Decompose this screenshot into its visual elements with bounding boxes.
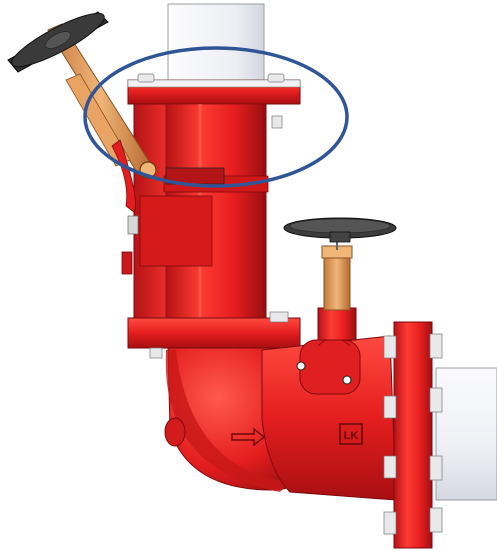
right-spindle	[317, 232, 357, 341]
upper-flange	[127, 73, 301, 129]
outlet-housing	[261, 335, 397, 501]
bolt-icon	[429, 507, 443, 533]
highlight-ellipse	[83, 46, 349, 188]
bolt-icon	[149, 347, 163, 359]
bolt-icon	[383, 455, 397, 479]
bolt-icon	[383, 511, 397, 535]
top-pipe	[167, 3, 265, 87]
bolt-icon	[429, 387, 443, 413]
bolt-icon	[429, 455, 443, 481]
lk-logo-icon: LK	[339, 423, 363, 445]
bolt-icon	[383, 335, 397, 359]
svg-text:LK: LK	[344, 430, 359, 442]
bolt-icon	[271, 115, 283, 129]
outlet-pipe	[435, 367, 497, 501]
bolt-icon	[267, 73, 285, 83]
handwheel-icon	[283, 217, 397, 243]
bolt-icon	[383, 395, 397, 419]
valve-body	[121, 103, 269, 327]
bolt-icon	[137, 73, 155, 83]
bolt-icon	[429, 333, 443, 359]
outlet-flange	[383, 321, 443, 549]
bolt-icon	[269, 311, 289, 323]
lower-flange	[127, 311, 301, 359]
handwheel-icon	[7, 11, 109, 73]
flow-arrow-icon	[231, 427, 266, 447]
